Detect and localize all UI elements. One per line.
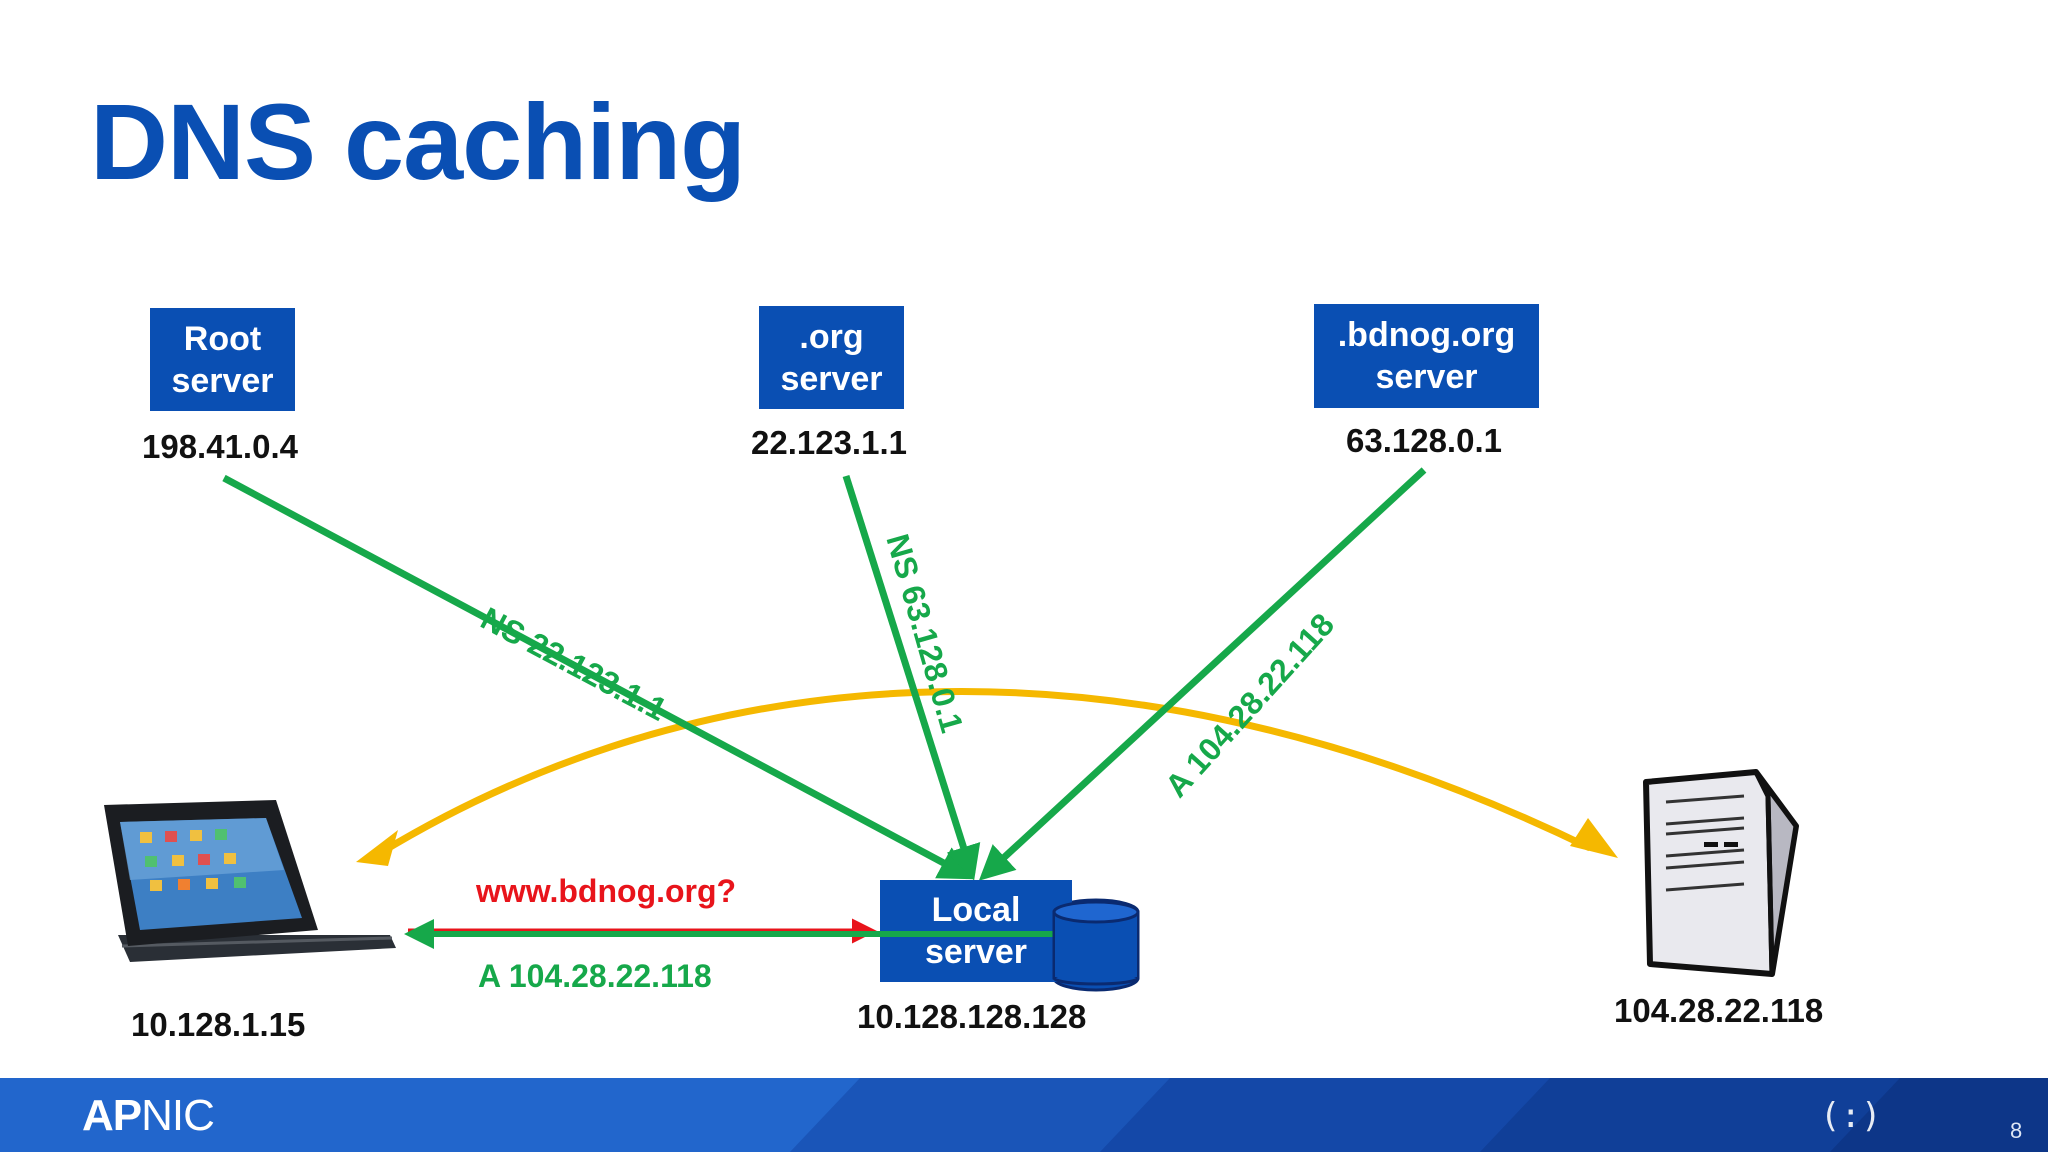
page-title: DNS caching [90, 81, 746, 202]
root-server-line1: Root [183, 319, 262, 358]
page-number: 8 [2010, 1118, 2023, 1143]
bdnog-server-line2: server [1375, 358, 1478, 396]
bdnog-server-line1: .bdnog.org [1337, 316, 1516, 354]
arrowhead-left [356, 830, 398, 866]
bdnog-server-box: .bdnog.org server [1314, 304, 1539, 408]
root-server-box: Root server [150, 308, 295, 411]
bdnog-server-ip: 63.128.0.1 [1346, 422, 1502, 459]
tablet-keyboard-icon [104, 800, 396, 962]
arrow-org-to-local [842, 474, 981, 881]
footer-bar: APNIC (:) 8 [0, 1078, 2048, 1152]
answer-label: A 104.28.22.118 [478, 958, 712, 994]
local-server-line2: server [924, 933, 1028, 971]
org-server-box: .org server [759, 306, 904, 409]
client-ip: 10.128.1.15 [131, 1006, 306, 1043]
local-server-line1: Local [931, 891, 1021, 929]
footer-mark: (:) [1820, 1096, 1882, 1136]
local-server-ip: 10.128.128.128 [857, 998, 1087, 1035]
curved-arrow-orange [356, 688, 1618, 866]
org-server-line2: server [780, 359, 883, 398]
database-overlay [1052, 900, 1140, 986]
arrow-bdnog-to-local [978, 467, 1427, 881]
logo-bold: AP [82, 1091, 142, 1140]
server-tower-icon [1643, 769, 1799, 977]
logo-rest: NIC [141, 1091, 215, 1140]
arrow-root-to-local [222, 474, 975, 880]
web-server-ip: 104.28.22.118 [1614, 992, 1824, 1029]
root-server-ip: 198.41.0.4 [142, 428, 298, 465]
org-server-line1: .org [799, 317, 864, 356]
root-server-line2: server [171, 361, 274, 400]
org-server-ip: 22.123.1.1 [751, 424, 907, 461]
apnic-logo: APNIC [82, 1091, 215, 1140]
arrowhead-right [1570, 818, 1618, 858]
footer-stripes [790, 1078, 2048, 1152]
query-label: www.bdnog.org? [476, 873, 737, 909]
answer-line-overlay [880, 931, 1056, 937]
